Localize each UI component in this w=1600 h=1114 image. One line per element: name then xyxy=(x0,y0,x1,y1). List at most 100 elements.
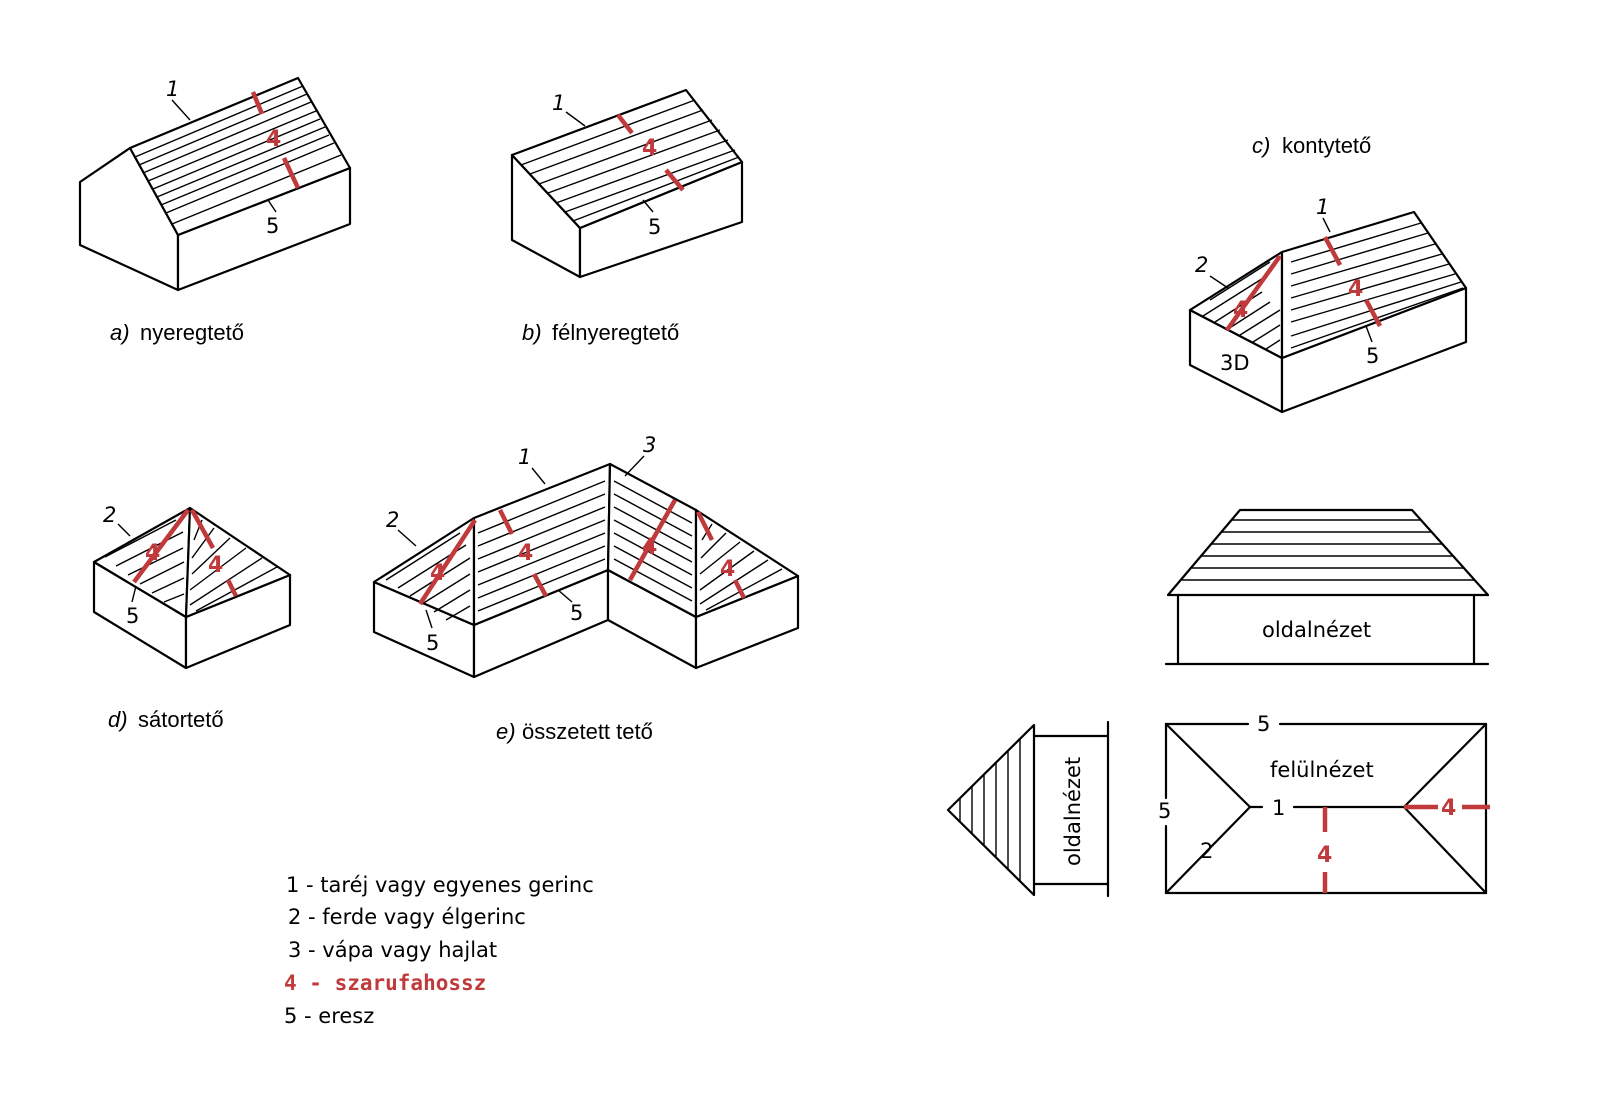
eave-number: 5 xyxy=(1366,344,1379,368)
valley-number: 3 xyxy=(643,433,656,457)
hip-number: 2 xyxy=(1200,839,1213,863)
threed-label: 3D xyxy=(1220,351,1250,375)
caption-e-letter: e) xyxy=(496,719,516,744)
rafter-marker xyxy=(225,578,239,598)
pyramid-roof-figure: 2 4 4 5 d) sátortető xyxy=(92,503,292,732)
eave-number: 5 xyxy=(648,215,661,239)
top-view-hip xyxy=(1164,805,1252,895)
vertical-side-view: oldalnézet xyxy=(946,720,1110,898)
legend-item: 5 - eresz xyxy=(284,1004,374,1028)
top-view-hip xyxy=(1164,722,1252,809)
ridge-leader xyxy=(1322,217,1331,233)
ridge-number: 1 xyxy=(518,445,531,469)
rafter-number: 4 xyxy=(208,553,223,578)
rafter-marker xyxy=(1364,298,1382,328)
side-view-roof xyxy=(1166,508,1490,597)
top-view-label: felülnézet xyxy=(1270,758,1374,782)
ridge-number: 1 xyxy=(1272,796,1285,820)
ridge-leader xyxy=(171,99,191,121)
shed-roof-figure: 1 4 5 b) félnyeregtető xyxy=(510,88,744,345)
rafter-number: 4 xyxy=(430,561,445,586)
eave-number: 5 xyxy=(570,601,583,625)
rafter-marker xyxy=(250,91,265,115)
caption-b-text: félnyeregtető xyxy=(552,320,679,345)
ridge-number: 1 xyxy=(166,77,179,101)
eave-number: 5 xyxy=(1257,712,1270,736)
eave-number: 5 xyxy=(126,604,139,628)
rafter-marker xyxy=(532,572,548,598)
rafter-number: 4 xyxy=(1348,277,1363,302)
rafter-marker xyxy=(664,168,685,192)
rafter-marker xyxy=(628,498,677,582)
caption-d-letter: d) xyxy=(108,707,128,732)
ridge-leader xyxy=(565,111,586,127)
legend-item: 2 - ferde vagy élgerinc xyxy=(288,905,526,929)
legend-item: 3 - vápa vagy hajlat xyxy=(288,938,497,962)
hip-rafter-marker xyxy=(418,518,477,606)
vertical-view-battens xyxy=(959,738,1021,882)
rafter-marker xyxy=(616,113,634,135)
side-view-battens xyxy=(1182,519,1475,581)
hip-leader xyxy=(1209,275,1229,289)
rafter-number: 4 xyxy=(145,541,160,566)
caption-c-letter: c) xyxy=(1252,133,1270,158)
hip-number: 2 xyxy=(103,503,116,527)
hip-leader xyxy=(117,523,131,537)
eave-leader xyxy=(642,199,654,213)
eave-number: 5 xyxy=(1158,799,1171,823)
legend-item: 1 - taréj vagy egyenes gerinc xyxy=(286,873,594,897)
hip-rafter-marker xyxy=(132,508,190,584)
eave-leader xyxy=(1365,325,1373,343)
caption-a-letter: a) xyxy=(110,320,130,345)
ridge-leader xyxy=(531,467,546,485)
rafter-number: 4 xyxy=(1317,843,1332,868)
rafter-number: 4 xyxy=(642,136,657,161)
rafter-number: 4 xyxy=(720,557,735,582)
hip-number: 2 xyxy=(386,508,399,532)
eave-leader xyxy=(425,609,433,629)
hip-roof-figure: c) kontytető 2 1 4 xyxy=(1188,133,1468,414)
ridge-number: 1 xyxy=(552,91,565,115)
side-view: oldalnézet xyxy=(1164,508,1490,666)
caption-d-text: sátortető xyxy=(138,707,224,732)
vertical-view-roof xyxy=(946,723,1036,897)
legend: 1 - taréj vagy egyenes gerinc 2 - ferde … xyxy=(284,873,594,1028)
vertical-view-label: oldalnézet xyxy=(1061,757,1085,866)
gable-roof-battens xyxy=(134,85,342,225)
valley-leader xyxy=(624,455,645,477)
shed-roof-plane xyxy=(510,88,744,230)
hip-leader xyxy=(397,529,417,547)
top-view-hip xyxy=(1402,805,1488,895)
eave-leader xyxy=(131,585,137,603)
eave-number: 5 xyxy=(426,631,439,655)
hip-roof-end-battens xyxy=(1202,261,1281,350)
caption-b-letter: b) xyxy=(522,320,542,345)
pyramid-roof-left-battens xyxy=(104,519,185,603)
caption-e-text: összetett tető xyxy=(522,719,653,744)
eave-leader xyxy=(267,199,277,213)
eave-number: 5 xyxy=(266,214,279,238)
compound-roof-figure: 1 3 2 4 4 4 4 5 5 e) összetett tető xyxy=(372,433,800,744)
rafter-marker xyxy=(732,578,747,600)
pyramid-roof-right xyxy=(184,506,292,619)
rafter-marker xyxy=(1323,235,1342,267)
top-view: felülnézet 5 5 1 2 4 4 xyxy=(1158,712,1490,895)
eave-leader xyxy=(557,589,573,603)
gable-roof-figure: 1 4 5 a) nyeregtető xyxy=(78,76,352,345)
rafter-marker xyxy=(695,510,715,542)
rafter-marker xyxy=(281,157,301,189)
legend-item-highlight: 4 - szarufahossz xyxy=(284,971,486,995)
hip-rafter-marker xyxy=(1225,254,1282,332)
rafter-number: 4 xyxy=(518,541,533,566)
hip-number: 2 xyxy=(1195,253,1208,277)
rafter-number: 4 xyxy=(1233,298,1248,323)
rafter-marker xyxy=(190,508,215,550)
ridge-number: 1 xyxy=(1316,195,1329,219)
rafter-number: 4 xyxy=(266,127,281,152)
caption-a-text: nyeregtető xyxy=(140,320,244,345)
rafter-number: 4 xyxy=(642,535,657,560)
top-view-hip xyxy=(1402,722,1488,809)
caption-c-text: kontytető xyxy=(1282,133,1371,158)
side-view-label: oldalnézet xyxy=(1262,618,1371,642)
